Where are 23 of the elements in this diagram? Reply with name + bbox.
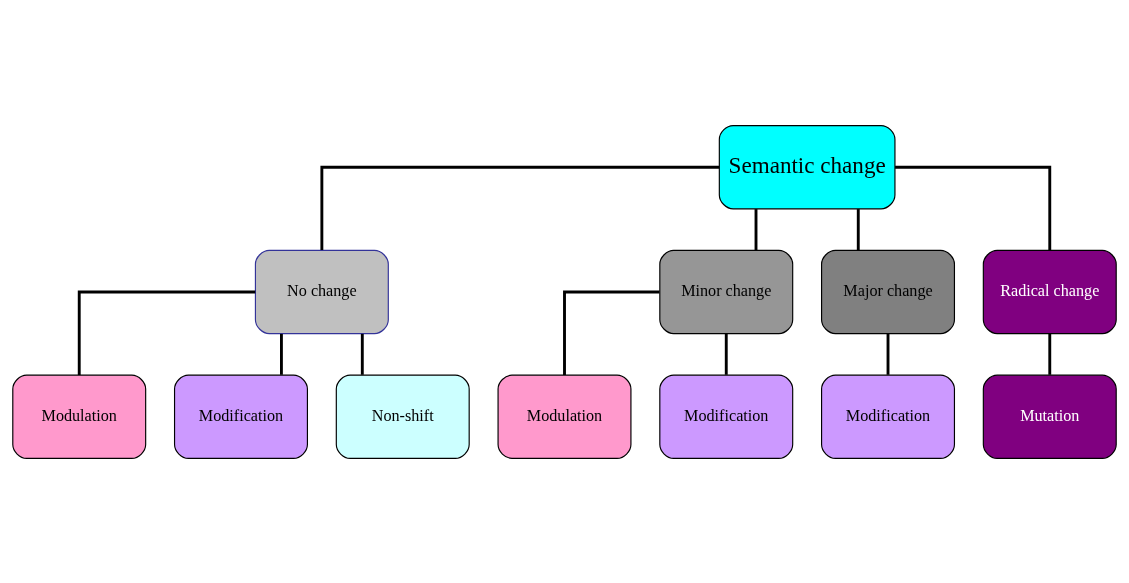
node-box: Major change [821, 249, 956, 334]
connector [360, 333, 364, 375]
node-box: Modification [173, 374, 308, 459]
node-box: Radical change [982, 249, 1117, 334]
connector [1048, 333, 1052, 375]
connector [563, 290, 660, 375]
node-box: Semantic change [718, 124, 896, 209]
node-box: Modification [821, 374, 956, 459]
node-box: Modulation [12, 374, 147, 459]
connector [724, 333, 728, 375]
connector [895, 165, 1052, 250]
connector [280, 333, 283, 375]
node-box: No change [254, 249, 389, 334]
connector [856, 208, 860, 250]
connector [320, 165, 720, 250]
connector [77, 290, 256, 375]
connector [886, 333, 890, 375]
node-box: Modulation [497, 374, 632, 459]
node-box: Modification [659, 374, 794, 459]
node-box: Minor change [659, 249, 794, 334]
node-box: Non-shift [335, 374, 470, 459]
node-box: Mutation [982, 374, 1117, 459]
connector [754, 208, 758, 250]
